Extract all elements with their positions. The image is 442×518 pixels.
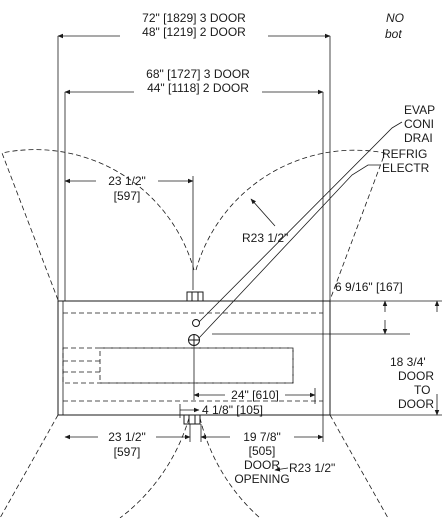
left-top-dim-mm: [597] [114, 189, 141, 203]
dim-left-top [64, 176, 194, 290]
radius-top-leader [250, 198, 276, 227]
refrig-callout-1: REFRIG [382, 147, 427, 161]
dim-inner-width [64, 89, 324, 301]
door-opening-mm: [505] [249, 444, 276, 458]
evap-callout-2: CONI [404, 117, 434, 131]
swing-arc-top-right [195, 149, 386, 301]
refrig-callout-2: ELECTR [382, 161, 430, 175]
dim-left-bottom [64, 424, 191, 442]
note-line-2: bot [385, 27, 402, 41]
evap-callout-1: EVAP [404, 103, 435, 117]
side-offset-label: 6 9/16" [167] [335, 280, 403, 294]
note-line-1: NO [386, 11, 404, 25]
door-opening-inch: 19 7/8" [243, 430, 281, 444]
depth-label-1: 18 3/4' [390, 355, 426, 369]
swing-arc-top-left [1, 149, 195, 301]
radius-bottom-label: R23 1/2" [289, 461, 335, 475]
inner-width-3door: 68" [1727] 3 DOOR [146, 67, 250, 81]
dim-side-offset [212, 300, 442, 335]
drain-port-icon [192, 319, 200, 327]
depth-label-4: DOOR [398, 397, 434, 411]
swing-arc-bottom-right-edge [329, 414, 389, 518]
door-opening-word-2: OPENING [234, 472, 289, 486]
inner-width-2door: 44" [1118] 2 DOOR [147, 81, 249, 95]
depth-label-3: TO [414, 383, 430, 397]
dim-depth [330, 300, 442, 416]
hinge-offset-label: 4 1/8" [105] [202, 403, 263, 417]
radius-top-label: R23 1/2" [242, 231, 288, 245]
dim-24 [193, 340, 316, 404]
left-bottom-dim-mm: [597] [114, 445, 141, 459]
left-top-dim-inch: 23 1/2" [108, 174, 146, 188]
evap-leader [198, 121, 403, 323]
hinge-bottom [183, 414, 201, 425]
depth-label-2: DOOR [398, 369, 434, 383]
width-24-label: 24" [610] [231, 388, 279, 402]
dim-hinge-offset [179, 404, 200, 418]
dim-door-opening [200, 415, 324, 442]
outer-width-2door: 48" [1219] 2 DOOR [142, 25, 246, 39]
door-swing-arcs [0, 149, 389, 518]
dim-overall-width [57, 33, 331, 301]
swing-arc-bottom-right [199, 417, 261, 518]
evap-callout-3: DRAI [404, 131, 433, 145]
hinge-top [186, 291, 204, 302]
swing-arc-bottom-left [0, 414, 59, 518]
door-opening-word-1: DOOR [244, 458, 280, 472]
radius-bottom-leader [274, 467, 289, 472]
refrig-leader [198, 164, 380, 339]
outer-width-3door: 72" [1829] 3 DOOR [142, 11, 246, 25]
left-bottom-dim-inch: 23 1/2" [108, 430, 146, 444]
